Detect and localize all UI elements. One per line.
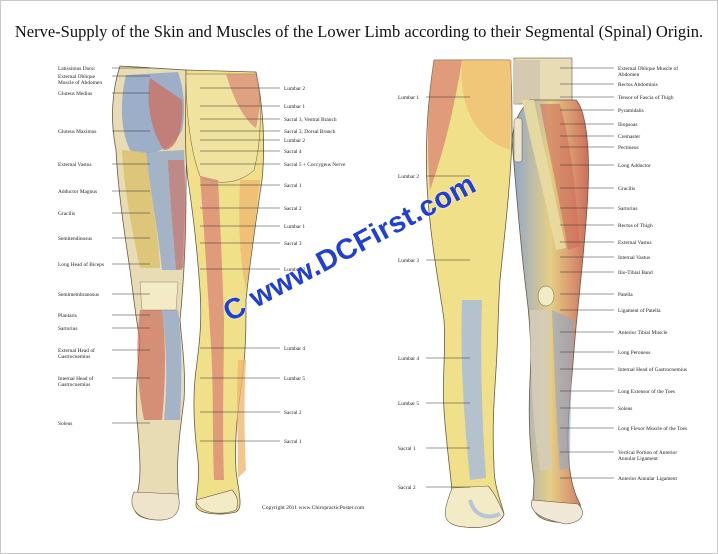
lumbar-5-strip-anterior [461,300,486,480]
posterior-segment-label: Sacral 2 [284,206,302,212]
anterior-muscle-label: Long Extensor of the Toes [618,388,675,395]
anterior-muscle-label: Sartorius [618,206,637,212]
anterior-muscle-label: Rectus Abdominis [618,82,658,88]
anterior-right-foot [531,499,583,525]
posterior-segment-label: Sacral 1 [284,183,302,189]
patella-bone [537,285,555,307]
genital-region [513,117,523,163]
posterior-segment-label: Sacral 5 + Coccygeus Nerve [284,162,346,168]
posterior-segment-label: Lumbar 3 [284,267,305,273]
anterior-segment-label: Sacral 2 [398,485,416,491]
posterior-segment-label: Sacral 2 [284,410,302,416]
posterior-thigh-yellow [122,150,160,268]
posterior-calf-red [137,310,165,420]
anterior-segment-label: Lumbar 3 [398,258,419,264]
anterior-segment-label: Lumbar 4 [398,356,419,362]
anterior-muscle-label: Rectus of Thigh [618,222,653,229]
posterior-muscle-label: Semitendinosus [58,236,92,242]
leader-lines [112,67,614,488]
anterior-muscle-label: Soleus [618,406,632,412]
anterior-segment-label: Lumbar 1 [398,95,419,101]
anterior-muscle-label: Anterior Tibial Muscle [618,330,668,336]
anterior-segment-label: Sacral 1 [398,446,416,452]
sacral-2-foot-zone [468,499,501,519]
lumbar-2-zone-anterior [461,60,512,150]
anterior-muscle-label: Patella [618,292,633,298]
anterior-segment-label: Lumbar 5 [398,401,419,407]
anterior-muscle-label: Cremaster [618,134,640,140]
posterior-muscle-label: Long Head of Biceps [58,261,104,268]
posterior-segment-label: Sacral 3 [284,241,302,247]
posterior-thigh-red [168,160,186,270]
posterior-muscle-label: Gluteus Maximus [58,129,96,135]
posterior-muscle-label: Gluteus Medius [58,91,92,97]
lumbar-3-zone [239,180,260,290]
anterior-muscle-label: Pyramidalis [618,108,644,114]
tibia-region [530,310,552,470]
posterior-right-foot [195,489,238,514]
lumbar-5-zone [237,360,246,478]
lumbar-1-zone-anterior [427,60,462,190]
anterior-muscle-label: Internal Vastus [618,255,650,261]
posterior-segment-label: Sacral 1 [284,439,302,445]
rectus-abdominis [514,60,540,104]
posterior-segment-label: Sacral 3, Ventral Branch [284,117,337,123]
posterior-segment-label: Sacral 4 [284,149,302,155]
anterior-muscle-label: Ilio-Tibial Band [618,270,653,276]
posterior-segment-label: Sacral 3, Dorsal Branch [284,129,336,135]
sacral-2-strip [200,176,224,480]
posterior-muscle-label: Latissimus Dorsi [58,66,95,72]
anterior-muscle-label: External Vastus [618,240,652,246]
anterior-muscle-label: Internal Head of Gastrocnemius [618,366,687,373]
posterior-calf-blue [162,310,182,420]
anterior-calf-blue [552,310,574,470]
sartorius-muscle [522,100,566,250]
anterior-muscle-label: Pectineus [618,145,639,151]
lumbar-1-zone [226,74,260,128]
anterior-muscle-leg [511,57,589,525]
anterior-segment-label: Lumbar 2 [398,174,419,180]
posterior-skin-leg [185,69,265,515]
posterior-segment-label: Lumbar 2 [284,138,305,144]
rectus-of-thigh-muscle [540,104,580,250]
popliteal-fossa [139,281,179,311]
anterior-muscle-label: Tensor of Fascia of Thigh [618,94,674,101]
anterior-muscle-label: Gracilis [618,186,635,192]
anterior-muscle-label: Long Adductor [618,163,651,169]
anterior-muscle-label: Long Flexor Muscle of the Toes [618,425,687,432]
posterior-muscle-label: Gracilis [58,211,75,217]
posterior-left-foot [131,491,180,521]
posterior-segment-label: Lumbar 4 [284,346,305,352]
copyright-text: Copyright 2011 www.ChiropracticPoster.co… [262,505,365,511]
anterior-muscle-label: Iliopsoas [618,122,637,128]
poster-title: Nerve-Supply of the Skin and Muscles of … [14,22,704,41]
posterior-muscle-label: Sartorius [58,326,77,332]
anterior-muscle-label: Long Peroneus [618,350,651,356]
posterior-muscle-label: Plantaris [58,313,77,319]
posterior-muscle-label: Soleus [58,421,72,427]
posterior-segment-label: Lumbar 5 [284,376,305,382]
posterior-segment-label: Lumbar 2 [284,86,305,92]
posterior-muscle-label: Semimembranosus [58,292,99,298]
posterior-segment-label: Lumbar 1 [284,224,305,230]
anterior-muscle-label: Anterior Annular Ligament [618,476,677,482]
posterior-muscle-label: External Vastus [58,162,92,168]
anterior-muscle-label: Ligament of Patella [618,307,661,314]
gluteus-region-red [148,78,183,150]
posterior-muscle-label: Adductor Magnus [58,189,97,195]
posterior-muscle-leg [112,65,189,521]
anterior-skin-leg [426,59,513,528]
posterior-segment-label: Lumbar 1 [284,104,305,110]
